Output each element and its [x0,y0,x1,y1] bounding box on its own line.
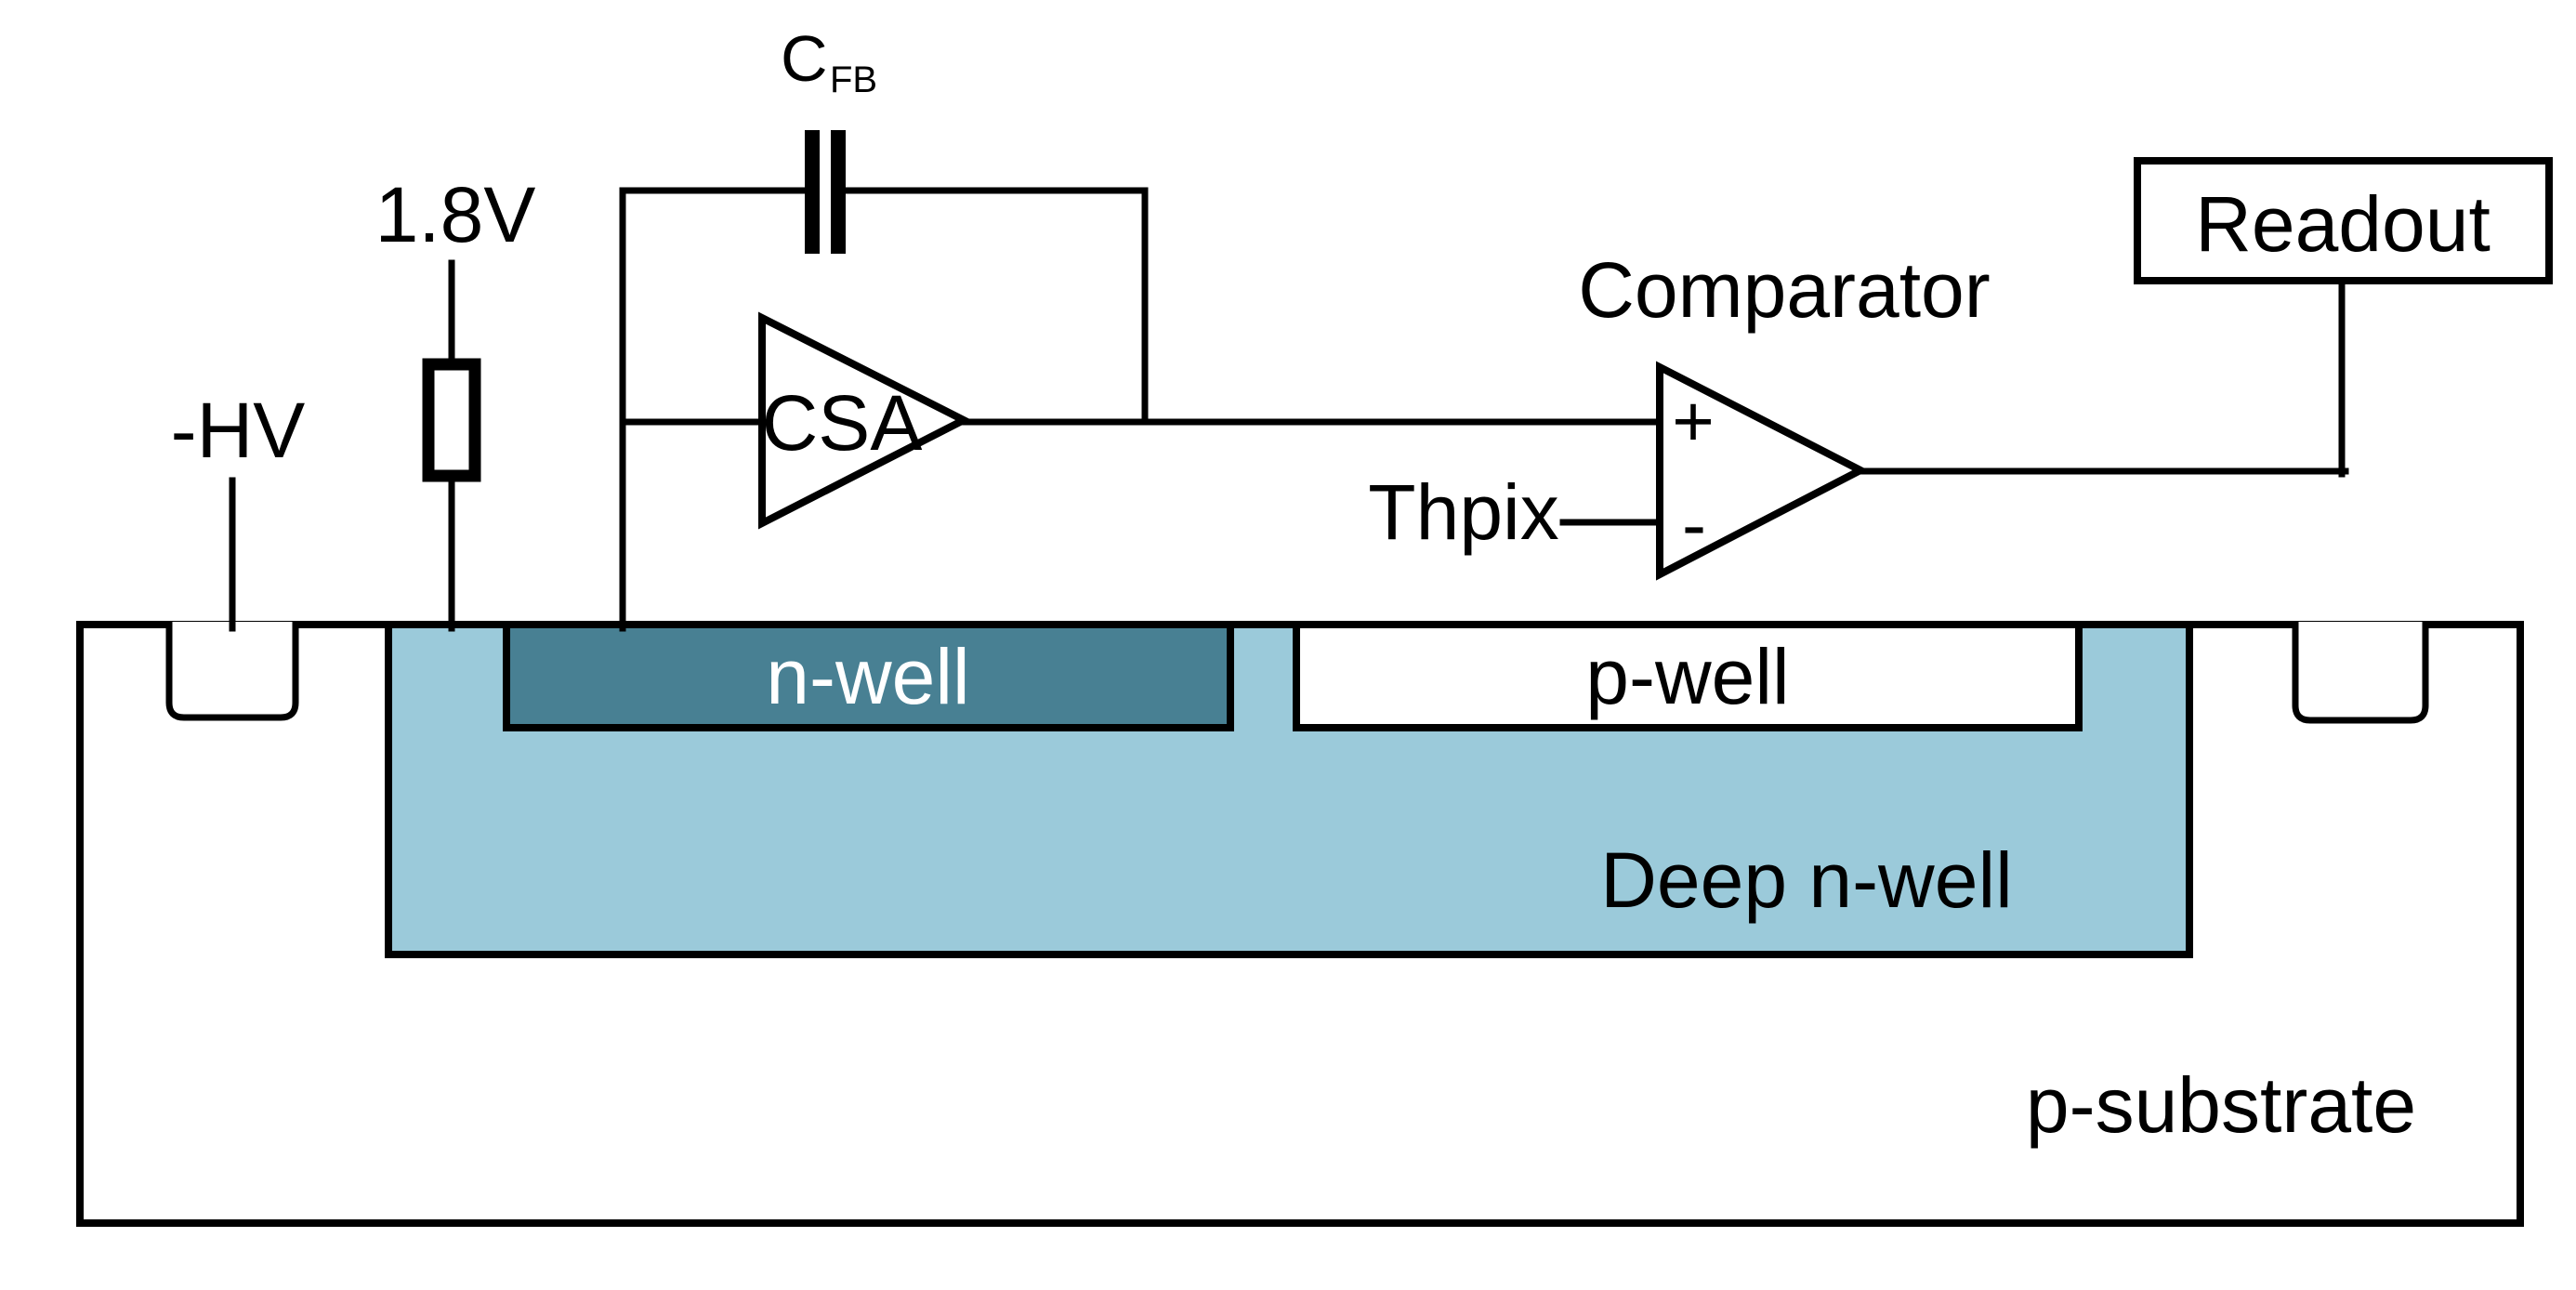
p-well-region [1293,621,2083,731]
comparator-label: Comparator [1578,246,1991,334]
readout-label: Readout [2195,180,2491,268]
threshold-label: Thpix [1368,468,1558,556]
p-well-label: p-well [1585,633,1789,720]
comparator-minus-input-symbol: - [1682,483,1706,565]
readout-box [2134,157,2553,284]
n-well-label: n-well [766,633,969,720]
right-substrate-contact-notch [2292,622,2429,724]
csa-label: CSA [762,379,923,467]
hv-label: -HV [171,387,306,474]
p-substrate-label: p-substrate [2026,1061,2416,1149]
comparator-triangle [1656,361,1869,581]
capacitor-plate-left [805,130,820,254]
wiring [229,187,2349,632]
labels: -HV 1.8V C FB CSA Comparator + - Thpix R… [171,22,2491,1149]
n-well-region [503,621,1234,731]
csa-amplifier-triangle [758,311,972,530]
comparator-plus-input-symbol: + [1672,380,1715,462]
capacitor-plate-right [831,130,846,254]
cfb-subscript-label: FB [830,59,877,100]
cfb-label: C [781,22,828,95]
deep-n-well-label: Deep n-well [1600,836,2013,924]
feedback-capacitor [805,130,846,254]
left-substrate-contact-notch [165,622,299,721]
bias-resistor [422,358,481,482]
bias-voltage-label: 1.8V [375,171,536,258]
